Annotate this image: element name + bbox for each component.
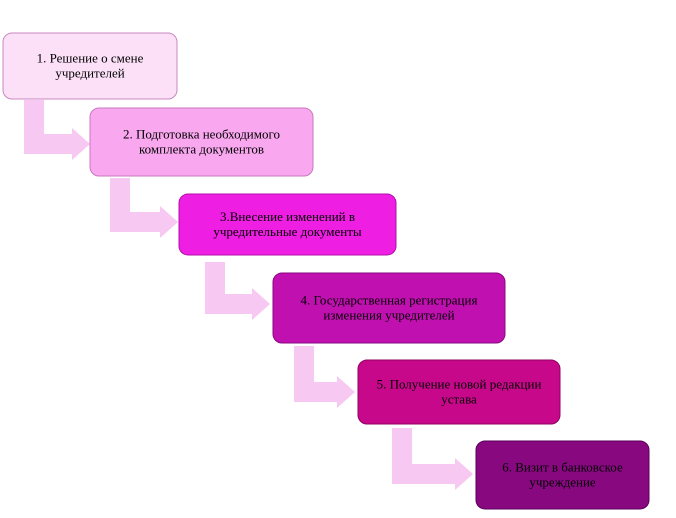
step-4-label-line-2: изменения учредителей [323,308,454,323]
connector-arrow-2 [110,178,178,238]
connector-arrow-5 [392,428,473,490]
step-5-label-line-1: 5. Получение новой редакции [377,377,542,392]
connector-arrows [24,100,473,490]
step-box-3 [178,193,397,256]
step-1-label-line-1: 1. Решение о смене [37,51,144,66]
step-4-label-line-1: 4. Государственная регистрация [301,293,478,308]
step-2-label-line-2: комплекта документов [139,142,264,157]
connector-arrow-1 [24,100,90,160]
step-3-label-line-2: учредительные документы [213,224,361,239]
step-4: 4. Государственная регистрацияизменения … [272,272,506,344]
connector-arrow-4 [294,346,355,408]
step-2-label-line-1: 2. Подготовка необходимого [123,127,280,142]
step-3-label-line-1: 3.Внесение изменений в [220,209,355,224]
step-1-label-line-2: учредителей [55,66,124,81]
step-5-label-line-2: устава [441,392,477,407]
step-box-5 [357,359,561,425]
step-6-label-line-1: 6. Визит в банковское [502,460,623,475]
step-box-6 [475,440,650,510]
connector-arrow-3 [205,262,270,320]
step-box-2 [89,107,314,177]
step-box-1 [2,32,178,100]
step-6-label-line-2: учреждение [529,475,596,490]
step-box-4 [272,272,506,344]
